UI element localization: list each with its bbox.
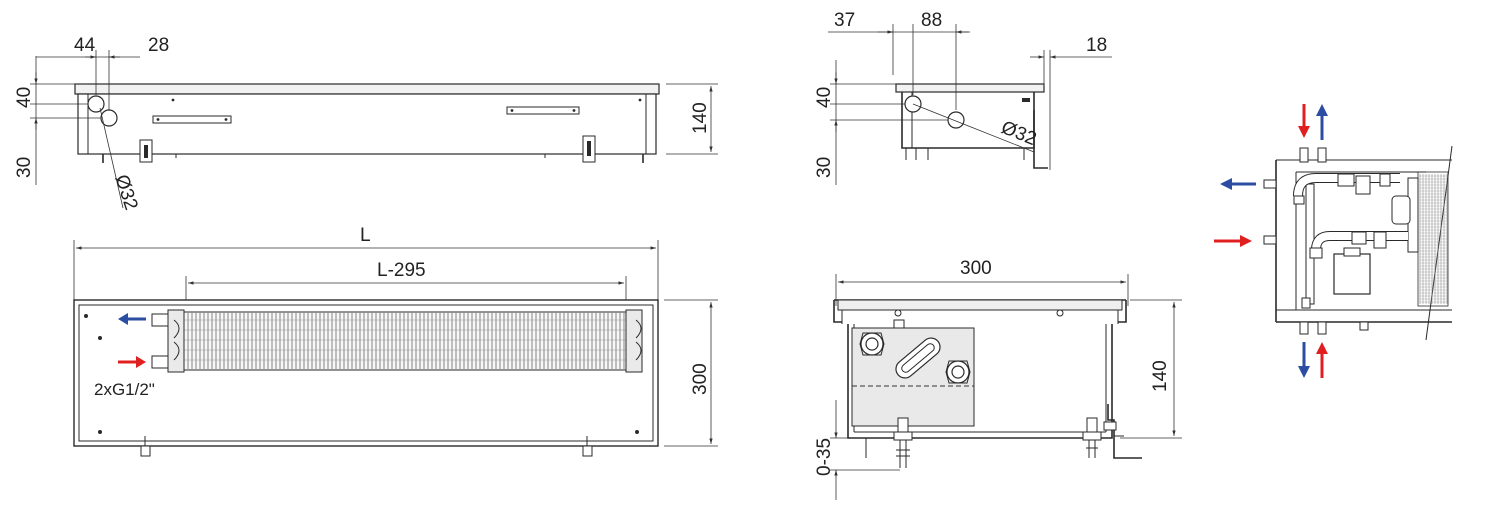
arrow-down-icon (1298, 104, 1310, 138)
cross-section-view: 300 (814, 258, 1182, 500)
dim-28-label: 28 (148, 35, 169, 56)
plan-inner-frame (78, 304, 654, 442)
connection-thread-label: 2xG1/2" (94, 380, 155, 399)
side-elevation-body (77, 93, 657, 155)
pipe-outlet-circle (87, 95, 105, 113)
dim-18-label: 18 (1086, 35, 1107, 56)
side-slot-left (152, 115, 232, 124)
dim-d32-label: Ø32 (110, 172, 141, 213)
dim-0-35-label: 0-35 (814, 438, 835, 476)
arrow-right-icon (118, 356, 146, 368)
dim-40-label: 40 (14, 87, 35, 108)
end-dim-d32-label: Ø32 (998, 117, 1039, 150)
arrow-up-icon (1316, 104, 1328, 140)
side-slot-right (506, 106, 580, 115)
leveling-foot-right (1082, 417, 1102, 458)
end-elevation-flange (895, 83, 1045, 93)
side-elevation-top-flange (74, 83, 660, 95)
dim-37-label: 37 (834, 10, 855, 31)
dim-44-label: 44 (74, 35, 96, 56)
arrow-down-icon (1298, 342, 1310, 378)
detail-exchanger-hatch (1419, 174, 1448, 304)
dim-88-label: 88 (921, 10, 942, 31)
valve-actuator (1333, 253, 1371, 295)
arrow-left-icon (1220, 178, 1256, 190)
end-elevation-view: 37 88 18 40 30 Ø32 (814, 10, 1112, 185)
arrow-right-icon (1214, 235, 1252, 247)
arrow-up-icon (1316, 342, 1328, 378)
grille-fins (181, 313, 627, 369)
dim-L295-label: L-295 (377, 260, 426, 281)
end-dim-30-label: 30 (814, 157, 835, 178)
dim-30-label: 30 (14, 157, 35, 178)
connection-detail-view (1214, 104, 1453, 378)
dim-L-label: L (360, 225, 371, 246)
side-elevation-view: 44 28 40 30 140 Ø32 (14, 35, 718, 213)
leveling-foot-left (865, 417, 913, 468)
plan-view: L L-295 2xG1/2" (73, 225, 718, 457)
section-dim-300-label: 300 (960, 258, 992, 279)
arrow-left-icon (118, 313, 146, 325)
plan-dim-300-label: 300 (690, 363, 711, 395)
end-dim-40-label: 40 (814, 87, 835, 108)
section-dim-140-label: 140 (1150, 360, 1171, 392)
dim-140-label: 140 (690, 102, 711, 134)
